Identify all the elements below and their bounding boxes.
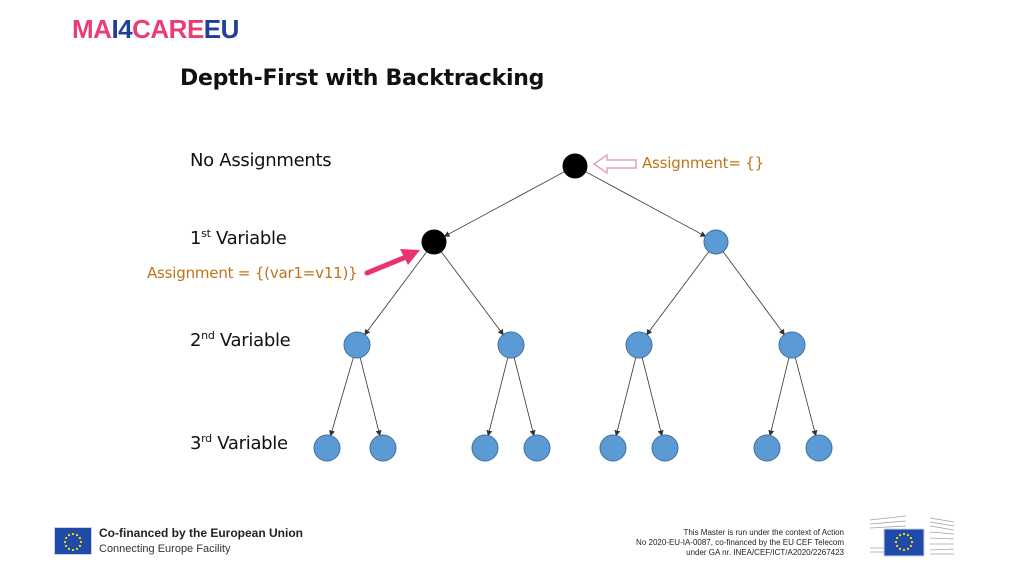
tree-edge-L2-0-left [329, 357, 354, 437]
tree-node-L1-1 [703, 229, 729, 255]
tree-node-L3-7 [805, 434, 833, 462]
tree-nodes [313, 153, 833, 462]
first-node-pointer-arrow [364, 249, 420, 276]
tree-node-L3-1 [369, 434, 397, 462]
tree-edge-L1-0-left [364, 251, 428, 336]
tree-edge-L0-0-left [443, 171, 565, 237]
tree-node-L3-2 [471, 434, 499, 462]
tree-edge-L0-0-right [585, 171, 707, 237]
level-label-3: 3rd Variable [190, 432, 288, 454]
tree-edge-L2-2-left [614, 357, 637, 437]
tree-edge-L1-0-right [440, 251, 504, 336]
tree-node-L2-0 [343, 331, 371, 359]
tree-node-L3-0 [313, 434, 341, 462]
tree-node-L3-5 [651, 434, 679, 462]
root-pointer-arrow [592, 153, 637, 175]
tree-node-L3-3 [523, 434, 551, 462]
tree-edge-L2-1-left [486, 357, 509, 437]
level-label-2: 2nd Variable [190, 329, 291, 351]
eu-flag-icon [54, 527, 92, 555]
tree-edge-L2-0-right [359, 357, 382, 437]
tree-node-L2-3 [778, 331, 806, 359]
cofinanced-text: Co-financed by the European Union [99, 526, 304, 540]
european-commission-logo [866, 512, 958, 558]
first-assignment-note: Assignment = {(var1=v11)} [147, 264, 358, 282]
tree-node-L2-1 [497, 331, 525, 359]
tree-edge-L2-3-right [794, 357, 818, 437]
tree-node-L2-2 [625, 331, 653, 359]
funding-fineprint: This Master is run under the context of … [636, 528, 844, 557]
tree-edge-L2-2-right [641, 357, 664, 437]
level-label-root: No Assignments [190, 150, 332, 171]
tree-node-root-visited [562, 153, 588, 179]
tree-edge-L2-1-right [513, 357, 536, 437]
tree-node-L3-6 [753, 434, 781, 462]
mai4careu-logo: MAI4CAREEU [72, 14, 239, 44]
facility-text: Connecting Europe Facility [99, 543, 231, 555]
tree-edge-L1-1-left [646, 251, 710, 336]
tree-node-L1-0-visited [421, 229, 447, 255]
level-label-1: 1st Variable [190, 227, 287, 249]
tree-edges [329, 171, 818, 437]
tree-node-L3-4 [599, 434, 627, 462]
root-assignment-note: Assignment= {} [642, 154, 764, 172]
slide-title: Depth-First with Backtracking [180, 66, 545, 91]
tree-edge-L2-3-left [768, 357, 790, 437]
tree-edge-L1-1-right [722, 251, 785, 336]
